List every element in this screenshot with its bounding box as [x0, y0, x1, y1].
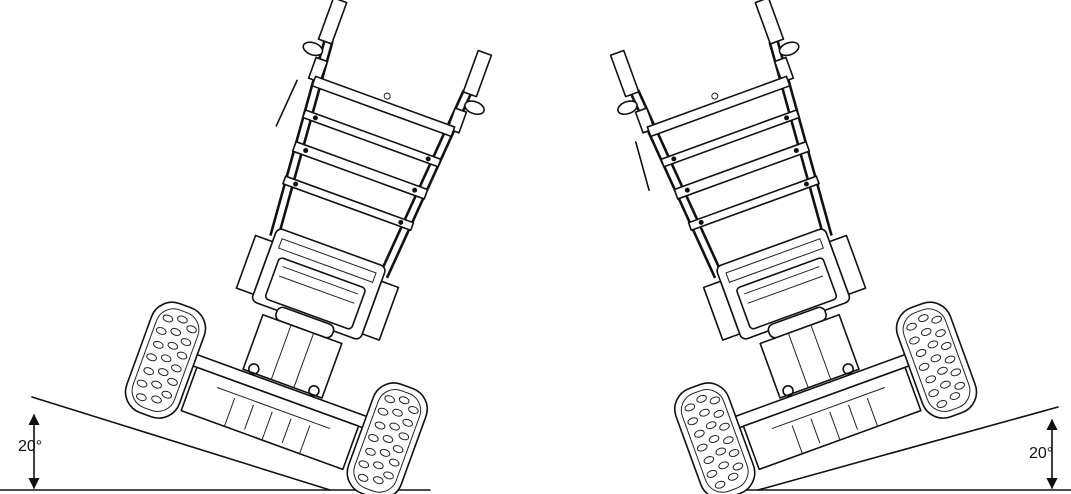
- left-snow-blower: [119, 0, 549, 494]
- right-slope-line: [757, 406, 1059, 491]
- left-slope-view: 20°: [0, 0, 550, 494]
- left-slope-angle-label: 20°: [18, 438, 42, 455]
- right-snow-blower: [552, 0, 982, 494]
- left-slope-line: [31, 396, 331, 491]
- right-slope-view: 20°: [552, 0, 1071, 494]
- right-slope-angle-label: 20°: [1029, 445, 1053, 462]
